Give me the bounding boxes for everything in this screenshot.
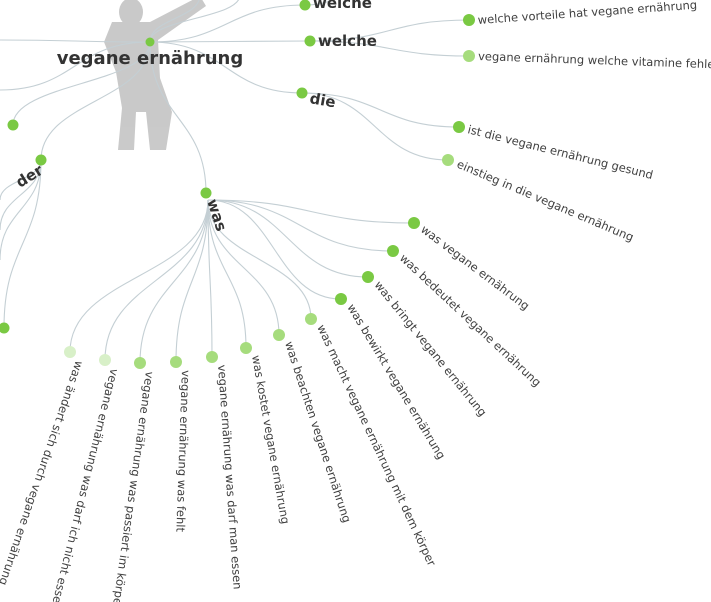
root-node[interactable]	[146, 38, 155, 47]
leaf-node-was-9[interactable]	[170, 356, 182, 368]
leaf-node-was-12[interactable]	[64, 346, 76, 358]
leaf-node-was-4[interactable]	[335, 293, 347, 305]
leaf-node-was-6[interactable]	[273, 329, 285, 341]
leaf-node-die-2[interactable]	[442, 154, 454, 166]
leaf-label-welche-2: vegane ernährung welche vitamine fehlen	[478, 49, 711, 71]
leaf-node-was-8[interactable]	[206, 351, 218, 363]
leaf-node-was-5[interactable]	[305, 313, 317, 325]
leaf-label-was-4: was bewirkt vegane ernährung	[344, 301, 448, 461]
leaf-node-was-7[interactable]	[240, 342, 252, 354]
tree-link	[208, 200, 368, 277]
leaf-label-was-7: was kostet vegane ernährung	[249, 354, 293, 525]
leaf-node-welche-1[interactable]	[463, 14, 475, 26]
leaf-label-was-8: vegane ernährung was darf man essen	[215, 364, 245, 590]
leaf-label-was-1: was vegane ernährung	[418, 222, 532, 313]
leaf-label-was-9: vegane ernährung was fehlt	[173, 370, 193, 533]
branch-node-was[interactable]	[201, 188, 212, 199]
leaf-label-welche-1: welche vorteile hat vegane ernährung	[477, 0, 697, 27]
leaf-node-was-2[interactable]	[387, 245, 399, 257]
leaf-node-was-10[interactable]	[134, 357, 146, 369]
branch-label-welche: welche	[318, 32, 377, 50]
branch-node-die[interactable]	[297, 88, 308, 99]
tree-link	[208, 200, 414, 223]
leaf-node-was-3[interactable]	[362, 271, 374, 283]
person-silhouette-icon	[104, 0, 206, 150]
branch-label-top: welche	[313, 0, 372, 12]
leaf-node-welche-2[interactable]	[463, 50, 475, 62]
leaf-node-was-1[interactable]	[408, 217, 420, 229]
leaf-node-die-1[interactable]	[453, 121, 465, 133]
leaf-node-der-partial[interactable]	[0, 323, 10, 334]
leaf-label-was-3: was bringt vegane ernährung	[372, 278, 490, 419]
tree-link	[208, 200, 341, 299]
leaf-node-was-11[interactable]	[99, 354, 111, 366]
leaf-label-was-10: vegane ernährung was passiert im körper	[110, 371, 157, 602]
tree-link	[176, 200, 208, 362]
branch-label-die: die	[308, 89, 337, 111]
branch-node-welche[interactable]	[305, 36, 316, 47]
branch-node-top[interactable]	[300, 0, 311, 11]
root-label: vegane ernährung	[57, 48, 244, 69]
branch-node-left-partial[interactable]	[8, 120, 19, 131]
tree-link	[140, 200, 208, 363]
tree-link	[70, 200, 208, 352]
